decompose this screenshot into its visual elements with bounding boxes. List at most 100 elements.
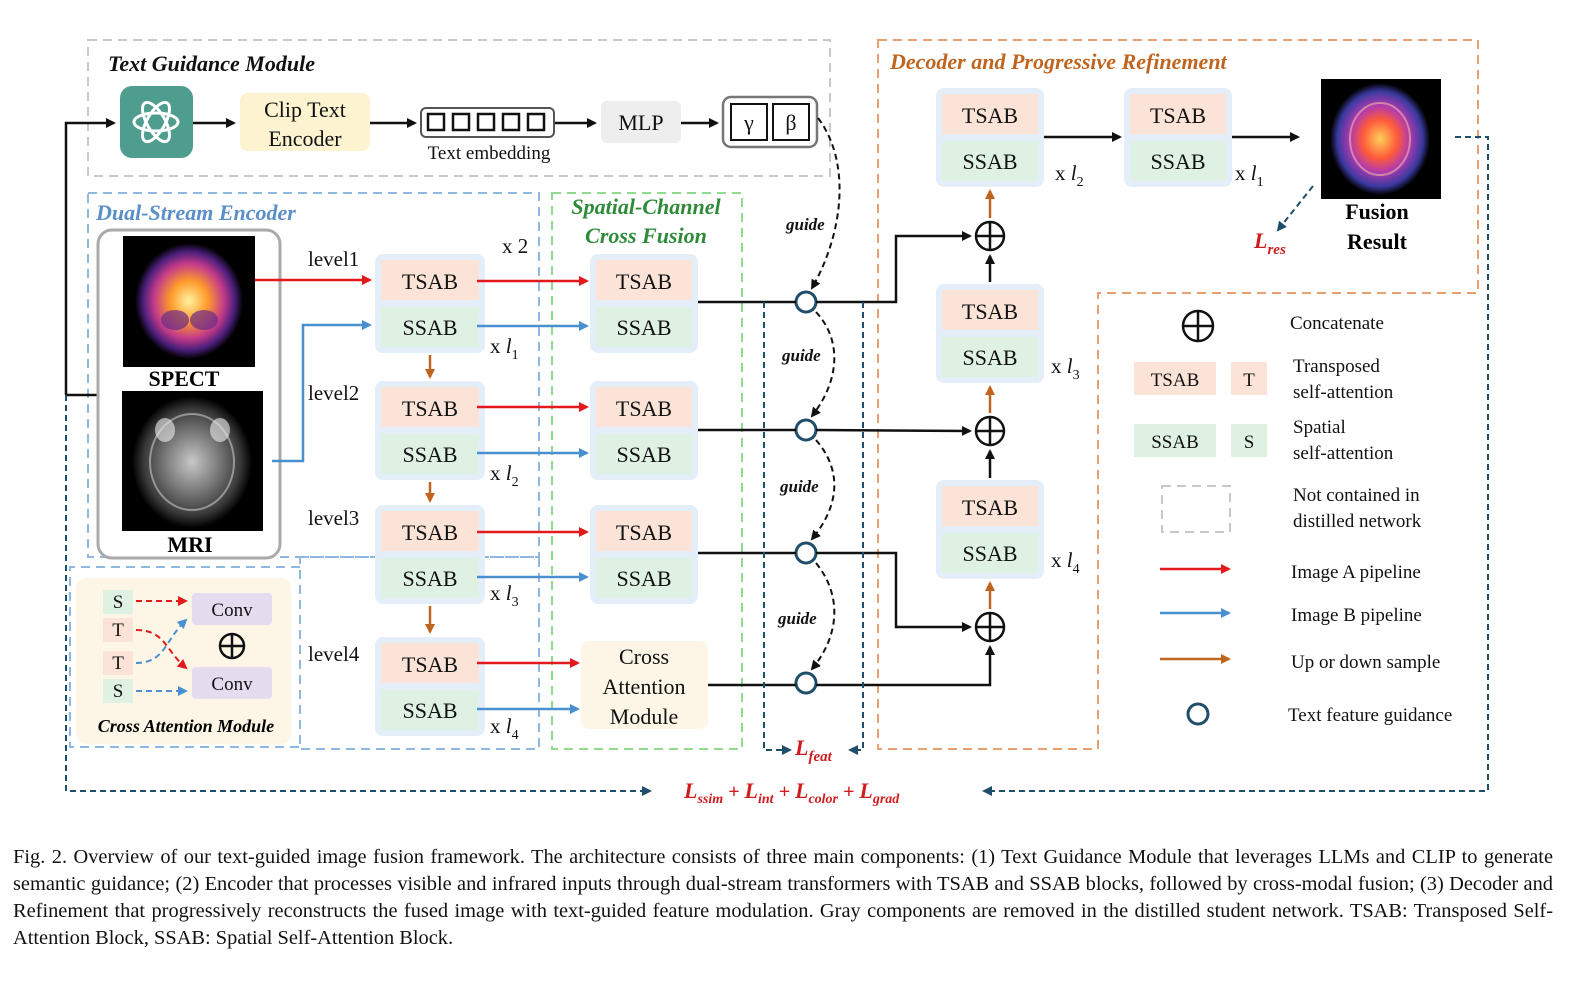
llm-logo-icon (120, 86, 193, 158)
decoder-mid-ssab: SSAB (962, 345, 1017, 370)
fusion-result-image (1321, 79, 1441, 199)
mri-label: MRI (167, 532, 212, 557)
decoder-repeat-l1: x l1 (1235, 161, 1264, 190)
decoder-low-block (936, 480, 1044, 579)
decoder-repeat-l4: x l4 (1051, 548, 1080, 577)
level3-label: level3 (308, 506, 359, 530)
legend-t-text: T (1243, 370, 1255, 391)
fusion-l1-ssab: SSAB (616, 315, 671, 340)
cam-conv-bottom-label: Conv (211, 674, 253, 695)
encoder-repeat-l3: x l3 (490, 581, 519, 610)
spect-image (123, 236, 255, 367)
legend-concatenate: Concatenate (1290, 313, 1384, 334)
legend-spatial-1: Spatial (1293, 417, 1346, 438)
image-a-pipeline-arrows (255, 275, 589, 668)
clip-text-encoder-box (240, 93, 370, 151)
fusion-level2-block (590, 381, 698, 480)
cross-attention-label-3: Module (610, 704, 678, 729)
loss-dashed-arrows (65, 136, 1489, 796)
guidance-circle-3 (794, 541, 818, 565)
level2-label: level2 (308, 381, 359, 405)
guide-label-1: guide (785, 215, 825, 234)
encoder-l2-tsab: TSAB (402, 396, 458, 421)
legend-spatial-2: self-attention (1293, 443, 1394, 464)
concat-icon-2 (974, 415, 1006, 447)
gamma-label: γ (743, 110, 754, 135)
concat-icon-3 (974, 611, 1006, 643)
legend: Concatenate TSAB T Transposed self-atten… (1134, 309, 1452, 726)
mlp-label: MLP (618, 110, 663, 135)
figure-caption: Fig. 2. Overview of our text-guided imag… (13, 846, 1553, 949)
fusion-result-label-2: Result (1347, 229, 1408, 254)
decoder-top-left-tsab: TSAB (962, 103, 1018, 128)
decoder-top-left-block (936, 88, 1044, 187)
encoder-lower-border (299, 556, 540, 750)
cross-attention-block (581, 641, 708, 729)
text-guidance-arrows (64, 118, 719, 397)
loss-res: Lres (1253, 228, 1286, 258)
legend-not-contained-2: distilled network (1293, 511, 1422, 532)
guide-dashed-arrows (810, 117, 841, 671)
encoder-repeat-l4: x l4 (490, 714, 519, 743)
loss-feat: Lfeat (794, 735, 833, 765)
fusion-l2-ssab: SSAB (616, 442, 671, 467)
fusion-l3-ssab: SSAB (616, 566, 671, 591)
fusion-level3-block (590, 505, 698, 604)
legend-concatenate-icon (1181, 309, 1215, 343)
encoder-l4-tsab: TSAB (402, 652, 458, 677)
repeat-x2-label: x 2 (502, 234, 528, 258)
spatial-channel-title-2: Cross Fusion (585, 223, 707, 248)
decoder-mid-tsab: TSAB (962, 299, 1018, 324)
text-embedding-icon (420, 107, 555, 138)
cross-attention-label-1: Cross (619, 644, 669, 669)
decoder-low-ssab: SSAB (962, 541, 1017, 566)
encoder-level3-block (375, 505, 485, 604)
level4-label: level4 (308, 642, 360, 666)
fusion-to-guidance-lines (698, 300, 796, 687)
cam-s-bottom-label: S (113, 681, 124, 702)
encoder-l3-tsab: TSAB (402, 520, 458, 545)
gamma-beta-box (721, 95, 819, 149)
legend-text-feature-icon (1186, 702, 1210, 726)
encoder-level4-block (375, 637, 485, 736)
cam-s-top (103, 590, 133, 614)
clip-text-encoder-label-1: Clip Text (264, 97, 346, 122)
cam-t-top-label: T (112, 620, 124, 641)
encoder-l3-ssab: SSAB (402, 566, 457, 591)
cam-t-top (103, 618, 133, 642)
dual-stream-title: Dual-Stream Encoder (95, 200, 296, 225)
decoder-repeat-l3: x l3 (1051, 354, 1080, 383)
spatial-channel-title-1: Spatial-Channel (571, 194, 721, 219)
decoder-mid-block (936, 284, 1044, 383)
decoder-border (877, 39, 1479, 750)
decoder-top-left-ssab: SSAB (962, 149, 1017, 174)
legend-updown: Up or down sample (1291, 652, 1440, 673)
encoder-l4-ssab: SSAB (402, 698, 457, 723)
cross-attention-module-border (69, 566, 300, 748)
legend-ssab-swatch (1134, 424, 1216, 457)
spect-label: SPECT (149, 366, 220, 391)
fusion-level1-block (590, 254, 698, 353)
decoder-repeat-l2: x l2 (1055, 161, 1084, 190)
cam-conv-bottom (192, 667, 272, 699)
guide-label-3: guide (779, 477, 819, 496)
encoder-level1-block (375, 254, 485, 353)
framework-diagram: Text Guidance Module Dual-Stream Encoder… (64, 39, 1489, 807)
legend-text-feature: Text feature guidance (1288, 705, 1452, 726)
legend-transposed-1: Transposed (1293, 356, 1380, 377)
guidance-circle-2 (794, 418, 818, 442)
guide-label-4: guide (777, 609, 817, 628)
concat-icon-1 (974, 220, 1006, 252)
decoder-top-right-ssab: SSAB (1150, 149, 1205, 174)
decoder-top-right-tsab: TSAB (1150, 103, 1206, 128)
encoder-repeat-l1: x l1 (490, 334, 519, 363)
fusion-result-label-1: Fusion (1345, 199, 1409, 224)
cross-attention-label-2: Attention (602, 674, 685, 699)
dual-stream-encoder-border (87, 192, 540, 558)
guide-label-2: guide (781, 346, 821, 365)
text-guidance-module-border (87, 39, 831, 177)
mlp-box (601, 101, 681, 143)
encoder-l1-tsab: TSAB (402, 269, 458, 294)
fusion-l3-tsab: TSAB (616, 520, 672, 545)
text-embedding-label: Text embedding (428, 143, 551, 164)
